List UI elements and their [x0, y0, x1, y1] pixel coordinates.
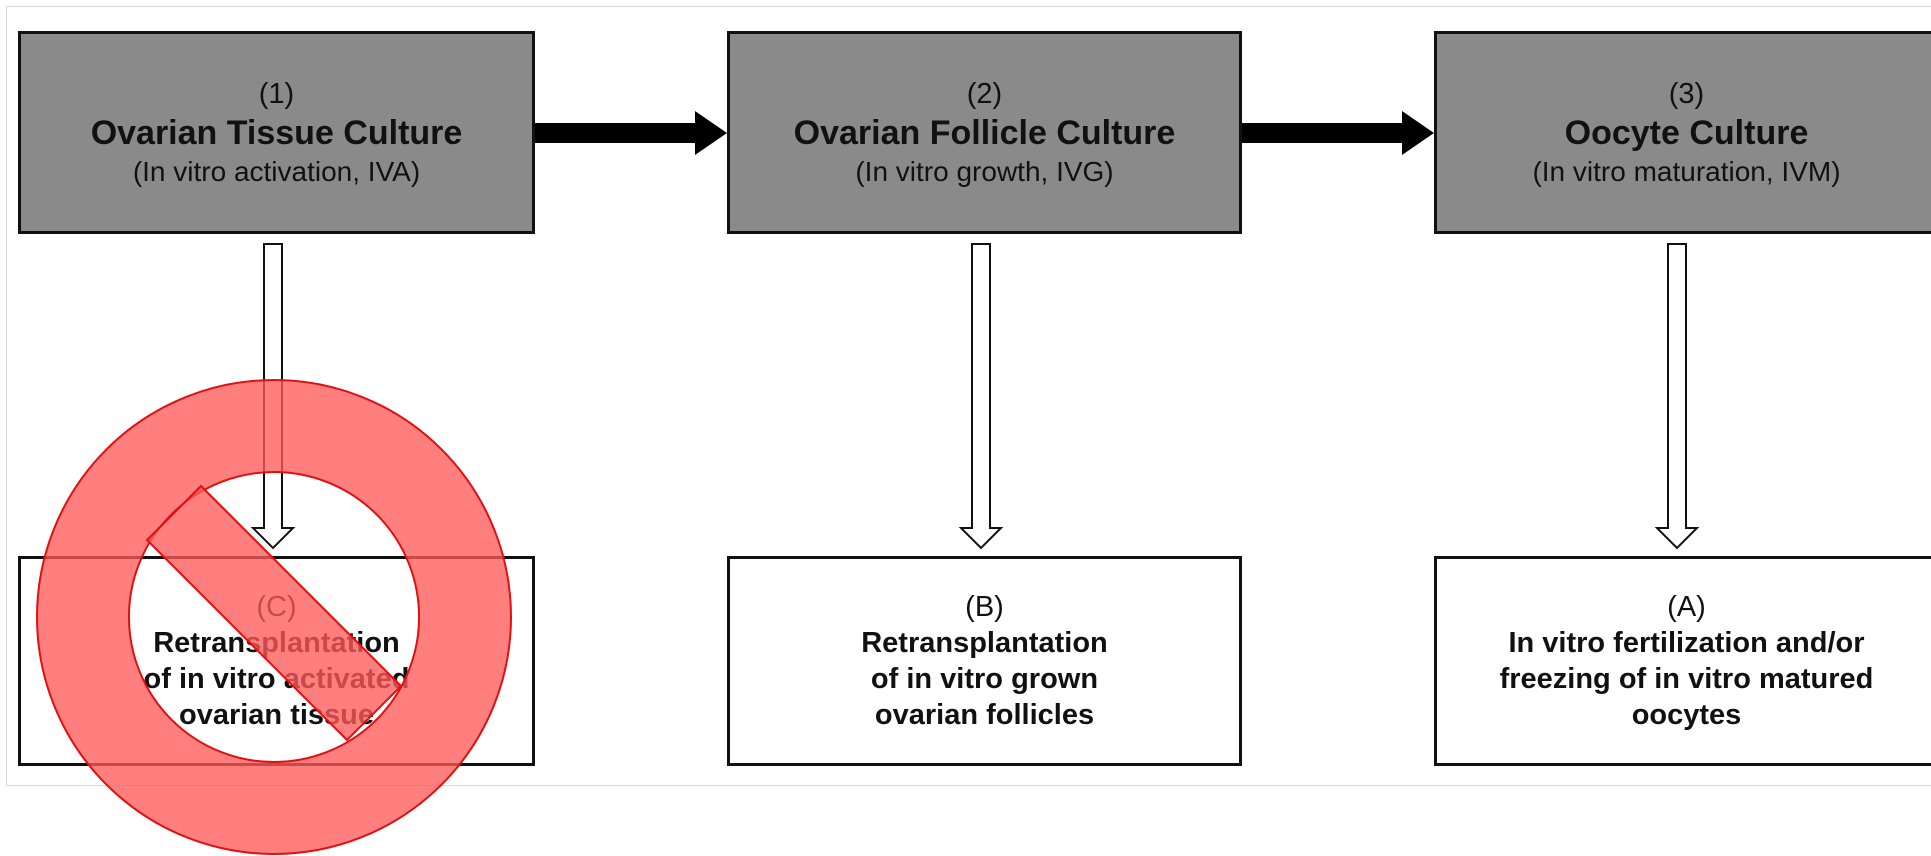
outcome-line: Retransplantation	[153, 627, 400, 659]
outcome-line: ovarian tissue	[178, 699, 375, 731]
outcome-box-retransplant-follicles: (B) Retransplantation of in vitro grown …	[727, 556, 1242, 766]
step-number: (3)	[1668, 77, 1705, 110]
step-subtitle: (In vitro activation, IVA)	[132, 155, 421, 187]
outcome-letter: (A)	[1667, 591, 1706, 623]
step-subtitle: (In vitro growth, IVG)	[855, 155, 1114, 187]
outcome-line: freezing of in vitro matured	[1499, 663, 1874, 695]
outcome-box-retransplant-tissue: (C) Retransplantation of in vitro activa…	[18, 556, 535, 766]
step-number: (2)	[966, 77, 1003, 110]
step-title: Ovarian Follicle Culture	[793, 113, 1176, 152]
arrow-2-to-3	[1234, 111, 1434, 155]
outcome-letter: (C)	[256, 591, 297, 623]
outcome-line: oocytes	[1631, 699, 1742, 731]
outcome-line: of in vitro grown	[870, 663, 1099, 695]
outcome-line: Retransplantation	[861, 627, 1108, 659]
outcome-line: ovarian follicles	[874, 699, 1095, 731]
step-title: Oocyte Culture	[1564, 113, 1809, 152]
figure-frame	[6, 6, 1931, 786]
step-title: Ovarian Tissue Culture	[90, 113, 463, 152]
outcome-line: In vitro fertilization and/or	[1508, 627, 1865, 659]
step-subtitle: (In vitro maturation, IVM)	[1532, 155, 1841, 187]
down-arrow-3	[1654, 243, 1700, 550]
outcome-box-ivf-freezing: (A) In vitro fertilization and/or freezi…	[1434, 556, 1931, 766]
step-number: (1)	[258, 77, 295, 110]
outcome-letter: (B)	[965, 591, 1004, 623]
outcome-line: of in vitro activated	[143, 663, 410, 695]
step-box-oocyte-culture: (3) Oocyte Culture (In vitro maturation,…	[1434, 31, 1931, 234]
down-arrow-1	[250, 243, 296, 550]
step-box-tissue-culture: (1) Ovarian Tissue Culture (In vitro act…	[18, 31, 535, 234]
step-box-follicle-culture: (2) Ovarian Follicle Culture (In vitro g…	[727, 31, 1242, 234]
down-arrow-2	[958, 243, 1004, 550]
arrow-1-to-2	[527, 111, 727, 155]
